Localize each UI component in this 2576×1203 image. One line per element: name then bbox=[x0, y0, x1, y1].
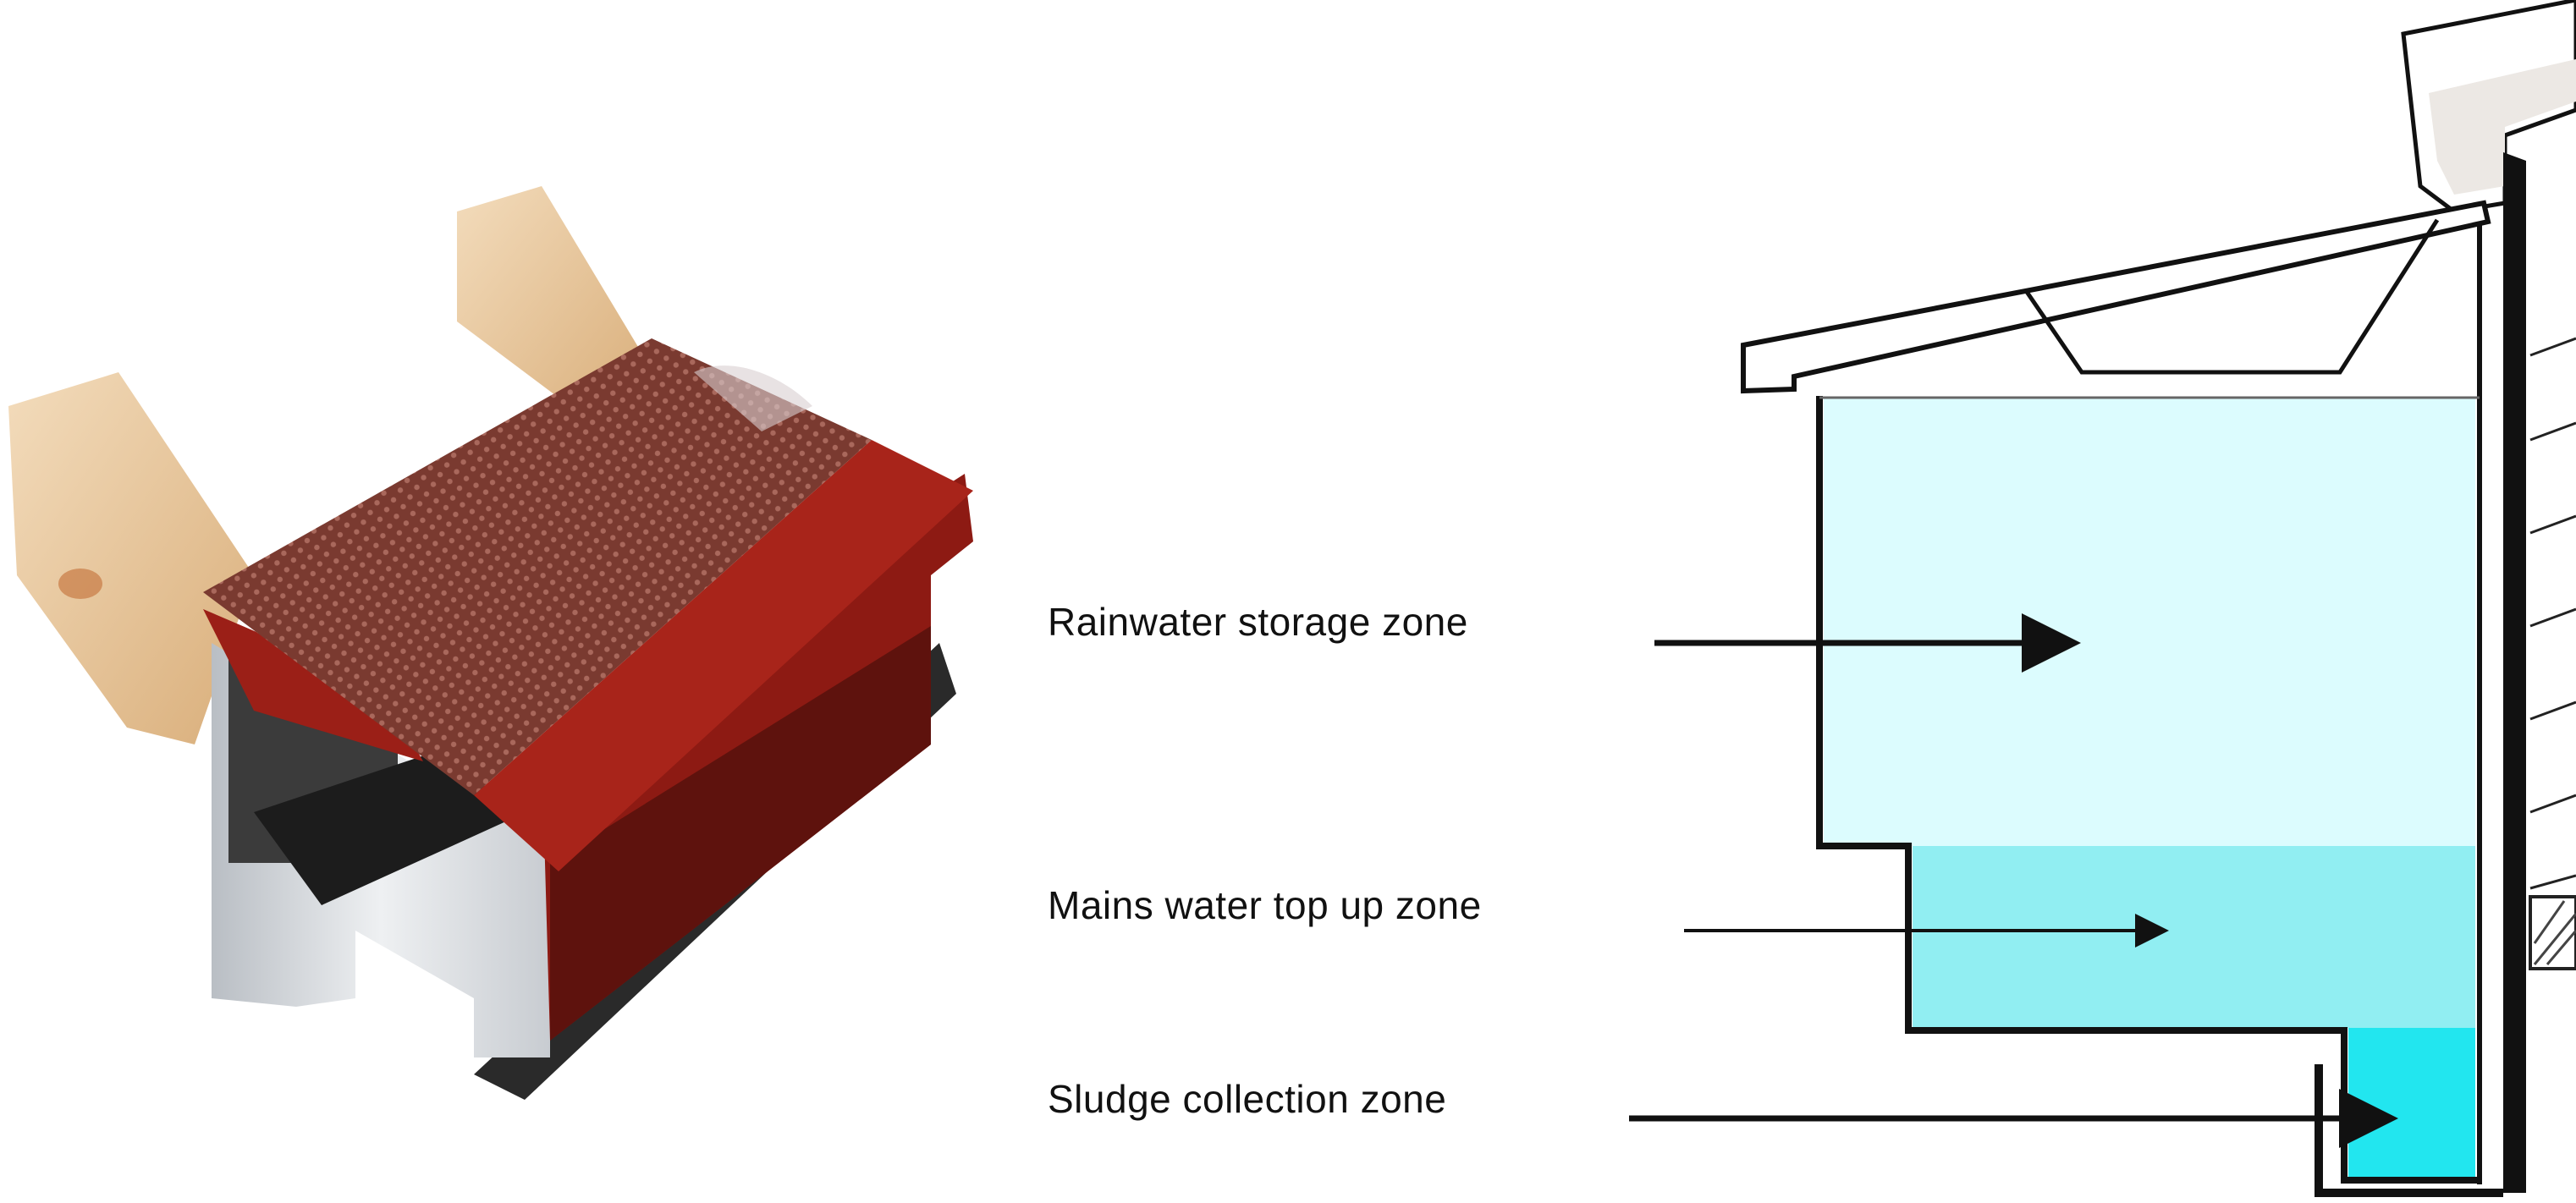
roof-tile-stipple bbox=[2429, 59, 2576, 195]
storage-water-fill bbox=[1824, 398, 2475, 846]
mains-water-fill bbox=[1913, 846, 2475, 1028]
timber-knot bbox=[58, 569, 102, 599]
mesh-highlight bbox=[694, 365, 812, 431]
tank-mesh-lid bbox=[203, 338, 872, 795]
sump-outer-wall bbox=[2315, 1064, 2503, 1197]
gutter-tank-photo bbox=[8, 186, 973, 1100]
tank-inner-ledge bbox=[254, 744, 508, 905]
tank-lid bbox=[1741, 200, 2491, 394]
tank-red-side-shade bbox=[550, 626, 931, 1041]
tank-red-front-flap bbox=[203, 609, 423, 761]
brick-lines bbox=[2529, 337, 2576, 890]
cross-section-diagram bbox=[1741, 0, 2576, 1197]
tank-outline bbox=[1816, 396, 2480, 1184]
timber-beam-back bbox=[457, 186, 643, 423]
lid-bracket bbox=[2024, 218, 2440, 375]
label-rainwater-storage-zone: Rainwater storage zone bbox=[1048, 600, 1468, 644]
tank-red-rim bbox=[474, 440, 973, 871]
label-mains-water-top-up-zone: Mains water top up zone bbox=[1048, 883, 1482, 927]
label-sludge-collection-zone: Sludge collection zone bbox=[1048, 1077, 1447, 1121]
lintel-hatch bbox=[2533, 900, 2576, 965]
wall bbox=[2503, 152, 2526, 1193]
timber-beam-left bbox=[8, 372, 254, 744]
